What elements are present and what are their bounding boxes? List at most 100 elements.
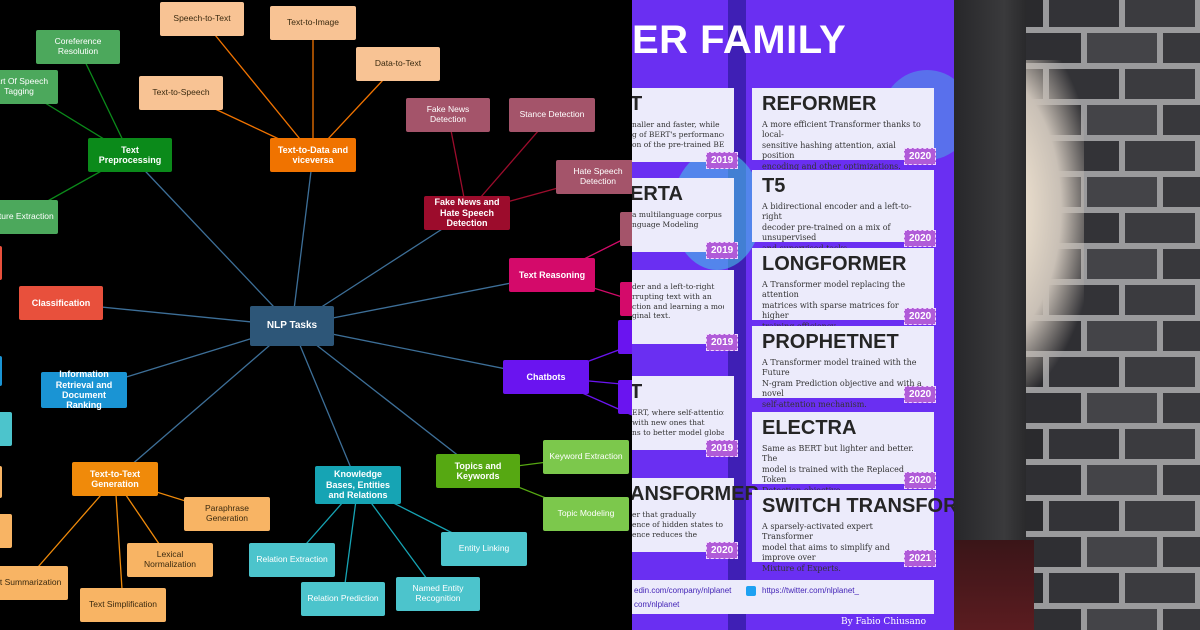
mindmap-leaf-node: Paraphrase Generation xyxy=(184,497,270,531)
brick xyxy=(1087,465,1157,495)
brick xyxy=(1163,609,1200,630)
brick xyxy=(1087,537,1157,567)
model-description: a multilanguage corpus nguage Modeling xyxy=(632,210,722,229)
mindmap-edge xyxy=(291,154,314,327)
mindmap-leaf-node: Text Simplification xyxy=(80,588,166,622)
brick xyxy=(1087,249,1157,279)
mindmap-hub-node: Knowledge Bases, Entities and Relations xyxy=(315,466,401,504)
twitter-link[interactable]: https://twitter.com/nlplanet_ xyxy=(762,586,859,595)
mindmap-leaf-node: Stance Detection xyxy=(509,98,595,132)
brick xyxy=(1163,321,1200,351)
author-credit: By Fabio Chiusano xyxy=(840,617,926,627)
model-name: ELECTRA xyxy=(762,417,857,439)
brick xyxy=(1087,609,1157,630)
mindmap-hub-node: Text-to-Data and viceversa xyxy=(270,138,356,172)
mindmap-hub-node: Topics and Keywords xyxy=(436,454,520,488)
mindmap-node-stub xyxy=(0,514,12,548)
brick xyxy=(1163,33,1200,63)
model-description: A sparsely-activated expert Transformer … xyxy=(762,522,890,573)
model-year-badge: 2019 xyxy=(706,440,739,457)
model-description: Same as BERT but lighter and better. The… xyxy=(762,444,914,495)
model-name: REFORMER xyxy=(762,93,877,115)
brick xyxy=(1163,465,1200,495)
model-card: T ERT, where self-attention with new ones… xyxy=(632,376,734,450)
medium-link[interactable]: com/nlplanet xyxy=(634,600,680,609)
linkedin-link[interactable]: edin.com/company/nlplanet xyxy=(634,586,732,595)
model-year-badge: 2020 xyxy=(904,148,937,165)
model-description: A Transformer model replacing the attent… xyxy=(762,280,906,331)
brick xyxy=(1049,573,1119,603)
model-name: T5 xyxy=(762,175,786,197)
mindmap-hub-node: Fake News and Hate Speech Detection xyxy=(424,196,510,230)
model-card: PROPHETNET A Transformer model trained wi… xyxy=(752,326,934,409)
model-name: PROPHETNET xyxy=(762,331,899,353)
model-description: ERT, where self-attention with new ones … xyxy=(632,408,724,437)
mindmap-leaf-node: Named Entity Recognition xyxy=(396,577,480,611)
brick xyxy=(1087,393,1157,423)
brick xyxy=(1125,429,1195,459)
model-year-badge: 2020 xyxy=(904,230,937,247)
brick xyxy=(1125,357,1195,387)
mindmap-hub-node: Text-to-Text Generation xyxy=(72,462,158,496)
mindmap-edge xyxy=(291,274,553,327)
mindmap-edge xyxy=(114,325,293,480)
model-name: SWITCH TRANSFORMER xyxy=(762,495,954,517)
model-year-badge: 2019 xyxy=(706,242,739,259)
mindmap-leaf-node: Fake News Detection xyxy=(406,98,490,132)
mindmap-leaf-node: Data-to-Text xyxy=(356,47,440,81)
brick xyxy=(1087,33,1157,63)
twitter-icon xyxy=(746,586,756,596)
brick xyxy=(1163,177,1200,207)
model-description: A more efficient Transformer thanks to l… xyxy=(762,120,921,171)
model-card: SWITCH TRANSFORMER A sparsely-activated e… xyxy=(752,490,954,573)
brick xyxy=(1163,393,1200,423)
model-name: LONGFORMER xyxy=(762,253,907,275)
nlp-tasks-mindmap: NLP Tasks Text Preprocessing Text-to-Data … xyxy=(0,2,632,622)
mindmap-edge xyxy=(77,46,131,156)
brick xyxy=(1163,537,1200,567)
mindmap-node-stub xyxy=(0,466,2,498)
brick-wall-photo xyxy=(954,0,1200,630)
model-name: T xyxy=(632,381,643,403)
mindmap-leaf-node: Text-to-Speech xyxy=(139,76,223,110)
model-description: A Transformer model trained with the Fut… xyxy=(762,358,922,409)
mindmap-node-stub xyxy=(618,380,632,414)
mindmap-root-node: NLP Tasks xyxy=(250,306,334,346)
brick xyxy=(1125,573,1195,603)
model-year-badge: 2019 xyxy=(706,334,739,351)
mindmap-leaf-node: Text Summarization xyxy=(0,566,68,600)
brick xyxy=(1125,69,1195,99)
brick xyxy=(1125,501,1195,531)
mindmap-leaf-node: Hate Speech Detection xyxy=(556,160,632,194)
red-sleeve xyxy=(954,540,1034,630)
model-name: ERTA xyxy=(632,183,683,205)
brick xyxy=(1049,0,1119,27)
brick xyxy=(1125,285,1195,315)
mindmap-leaf-node: Keyword Extraction xyxy=(543,440,629,474)
model-year-badge: 2020 xyxy=(706,542,739,559)
model-card: ELECTRA Same as BERT but lighter and bett… xyxy=(752,412,934,495)
mindmap-node-stub xyxy=(618,320,632,354)
mindmap-hub-node: Chatbots xyxy=(503,360,589,394)
mindmap-edge xyxy=(342,484,359,600)
brick xyxy=(1163,105,1200,135)
mindmap-leaf-node: Coreference Resolution xyxy=(36,30,120,64)
mindmap-edge xyxy=(23,478,116,584)
model-name: ANSFORMER xyxy=(632,483,759,505)
mindmap-hub-node: Information Retrieval and Document Ranki… xyxy=(41,369,127,410)
mindmap-edge xyxy=(291,325,359,486)
mindmap-hub-node: Text Reasoning xyxy=(509,258,595,292)
brick xyxy=(1087,105,1157,135)
model-name: T xyxy=(632,93,643,115)
mindmap-hub-node: Text Preprocessing xyxy=(88,138,172,172)
model-year-badge: 2020 xyxy=(904,472,937,489)
mindmap-leaf-node: Relation Prediction xyxy=(301,582,385,616)
mindmap-edge xyxy=(114,478,124,606)
mindmap-node-stub xyxy=(0,356,2,386)
mindmap-leaf-node: Entity Linking xyxy=(441,532,527,566)
brick xyxy=(1087,321,1157,351)
mindmap-leaf-node: Text-to-Image xyxy=(270,6,356,40)
model-card: ERTA a multilanguage corpus nguage Modeli… xyxy=(632,178,734,252)
